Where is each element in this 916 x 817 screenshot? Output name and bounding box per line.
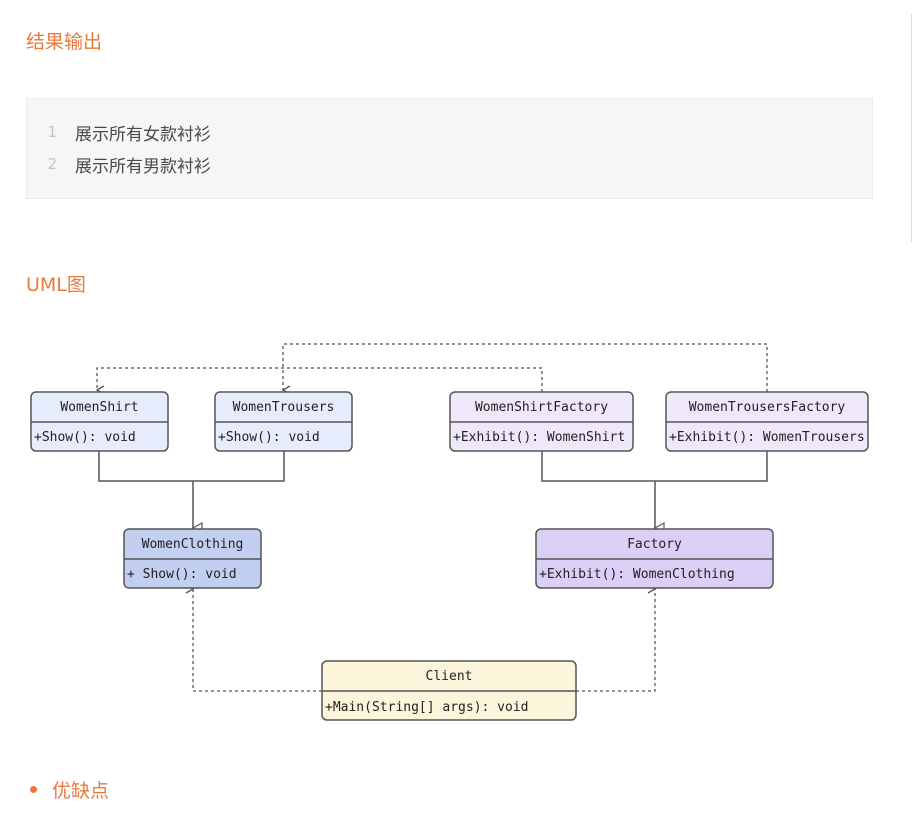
dependency-trousersfactory-to-trousers (281, 343, 768, 395)
class-member: +Show(): void (34, 430, 136, 445)
code-text: 展示所有男款衬衫 (75, 156, 211, 177)
class-name: Factory (627, 537, 682, 552)
scrollbar-edge (911, 14, 916, 242)
class-women-trousers: WomenTrousers +Show(): void (214, 391, 353, 452)
class-name: WomenTrousers (233, 400, 335, 415)
code-text: 展示所有女款衬衫 (75, 124, 211, 145)
class-name: Client (426, 669, 473, 684)
class-name: WomenShirtFactory (475, 400, 608, 415)
bullet-dot (30, 786, 37, 793)
dependency-shirtfactory-to-shirt (95, 367, 543, 395)
code-block: 1 展示所有女款衬衫 2 展示所有男款衬衫 (26, 98, 873, 199)
dependency-client-to-factory (576, 584, 657, 692)
class-women-shirt-factory: WomenShirtFactory +Exhibit(): WomenShirt (449, 391, 634, 452)
list-item-pros-cons: 优缺点 (52, 780, 110, 802)
class-name: WomenTrousersFactory (689, 400, 846, 415)
dependency-lines (95, 343, 768, 692)
inheritance-lines (98, 451, 768, 528)
code-line: 2 展示所有男款衬衫 (27, 152, 211, 177)
class-women-trousers-factory: WomenTrousersFactory +Exhibit(): WomenTr… (665, 391, 869, 452)
inheritance-factory-branch (541, 451, 768, 482)
line-number: 1 (47, 123, 57, 141)
line-number: 2 (47, 155, 57, 173)
class-women-clothing: WomenClothing + Show(): void (123, 528, 262, 589)
section-heading-result: 结果输出 (26, 31, 103, 53)
class-client: Client +Main(String[] args): void (321, 660, 577, 721)
class-women-shirt: WomenShirt +Show(): void (30, 391, 169, 452)
class-member: +Exhibit(): WomenClothing (539, 567, 735, 582)
class-member: +Show(): void (218, 430, 320, 445)
dependency-client-to-womenclothing (185, 584, 322, 692)
class-member: + Show(): void (127, 567, 237, 582)
class-factory: Factory +Exhibit(): WomenClothing (535, 528, 774, 589)
uml-diagram: WomenShirt +Show(): void WomenTrousers +… (30, 343, 869, 721)
class-member: +Main(String[] args): void (325, 700, 529, 715)
inheritance-clothing-branch (98, 451, 285, 482)
class-member: +Exhibit(): WomenTrousers (669, 430, 865, 445)
section-heading-uml: UML图 (26, 274, 86, 296)
class-name: WomenShirt (60, 400, 138, 415)
class-name: WomenClothing (142, 537, 244, 552)
class-member: +Exhibit(): WomenShirt (453, 430, 625, 445)
code-line: 1 展示所有女款衬衫 (27, 120, 211, 145)
